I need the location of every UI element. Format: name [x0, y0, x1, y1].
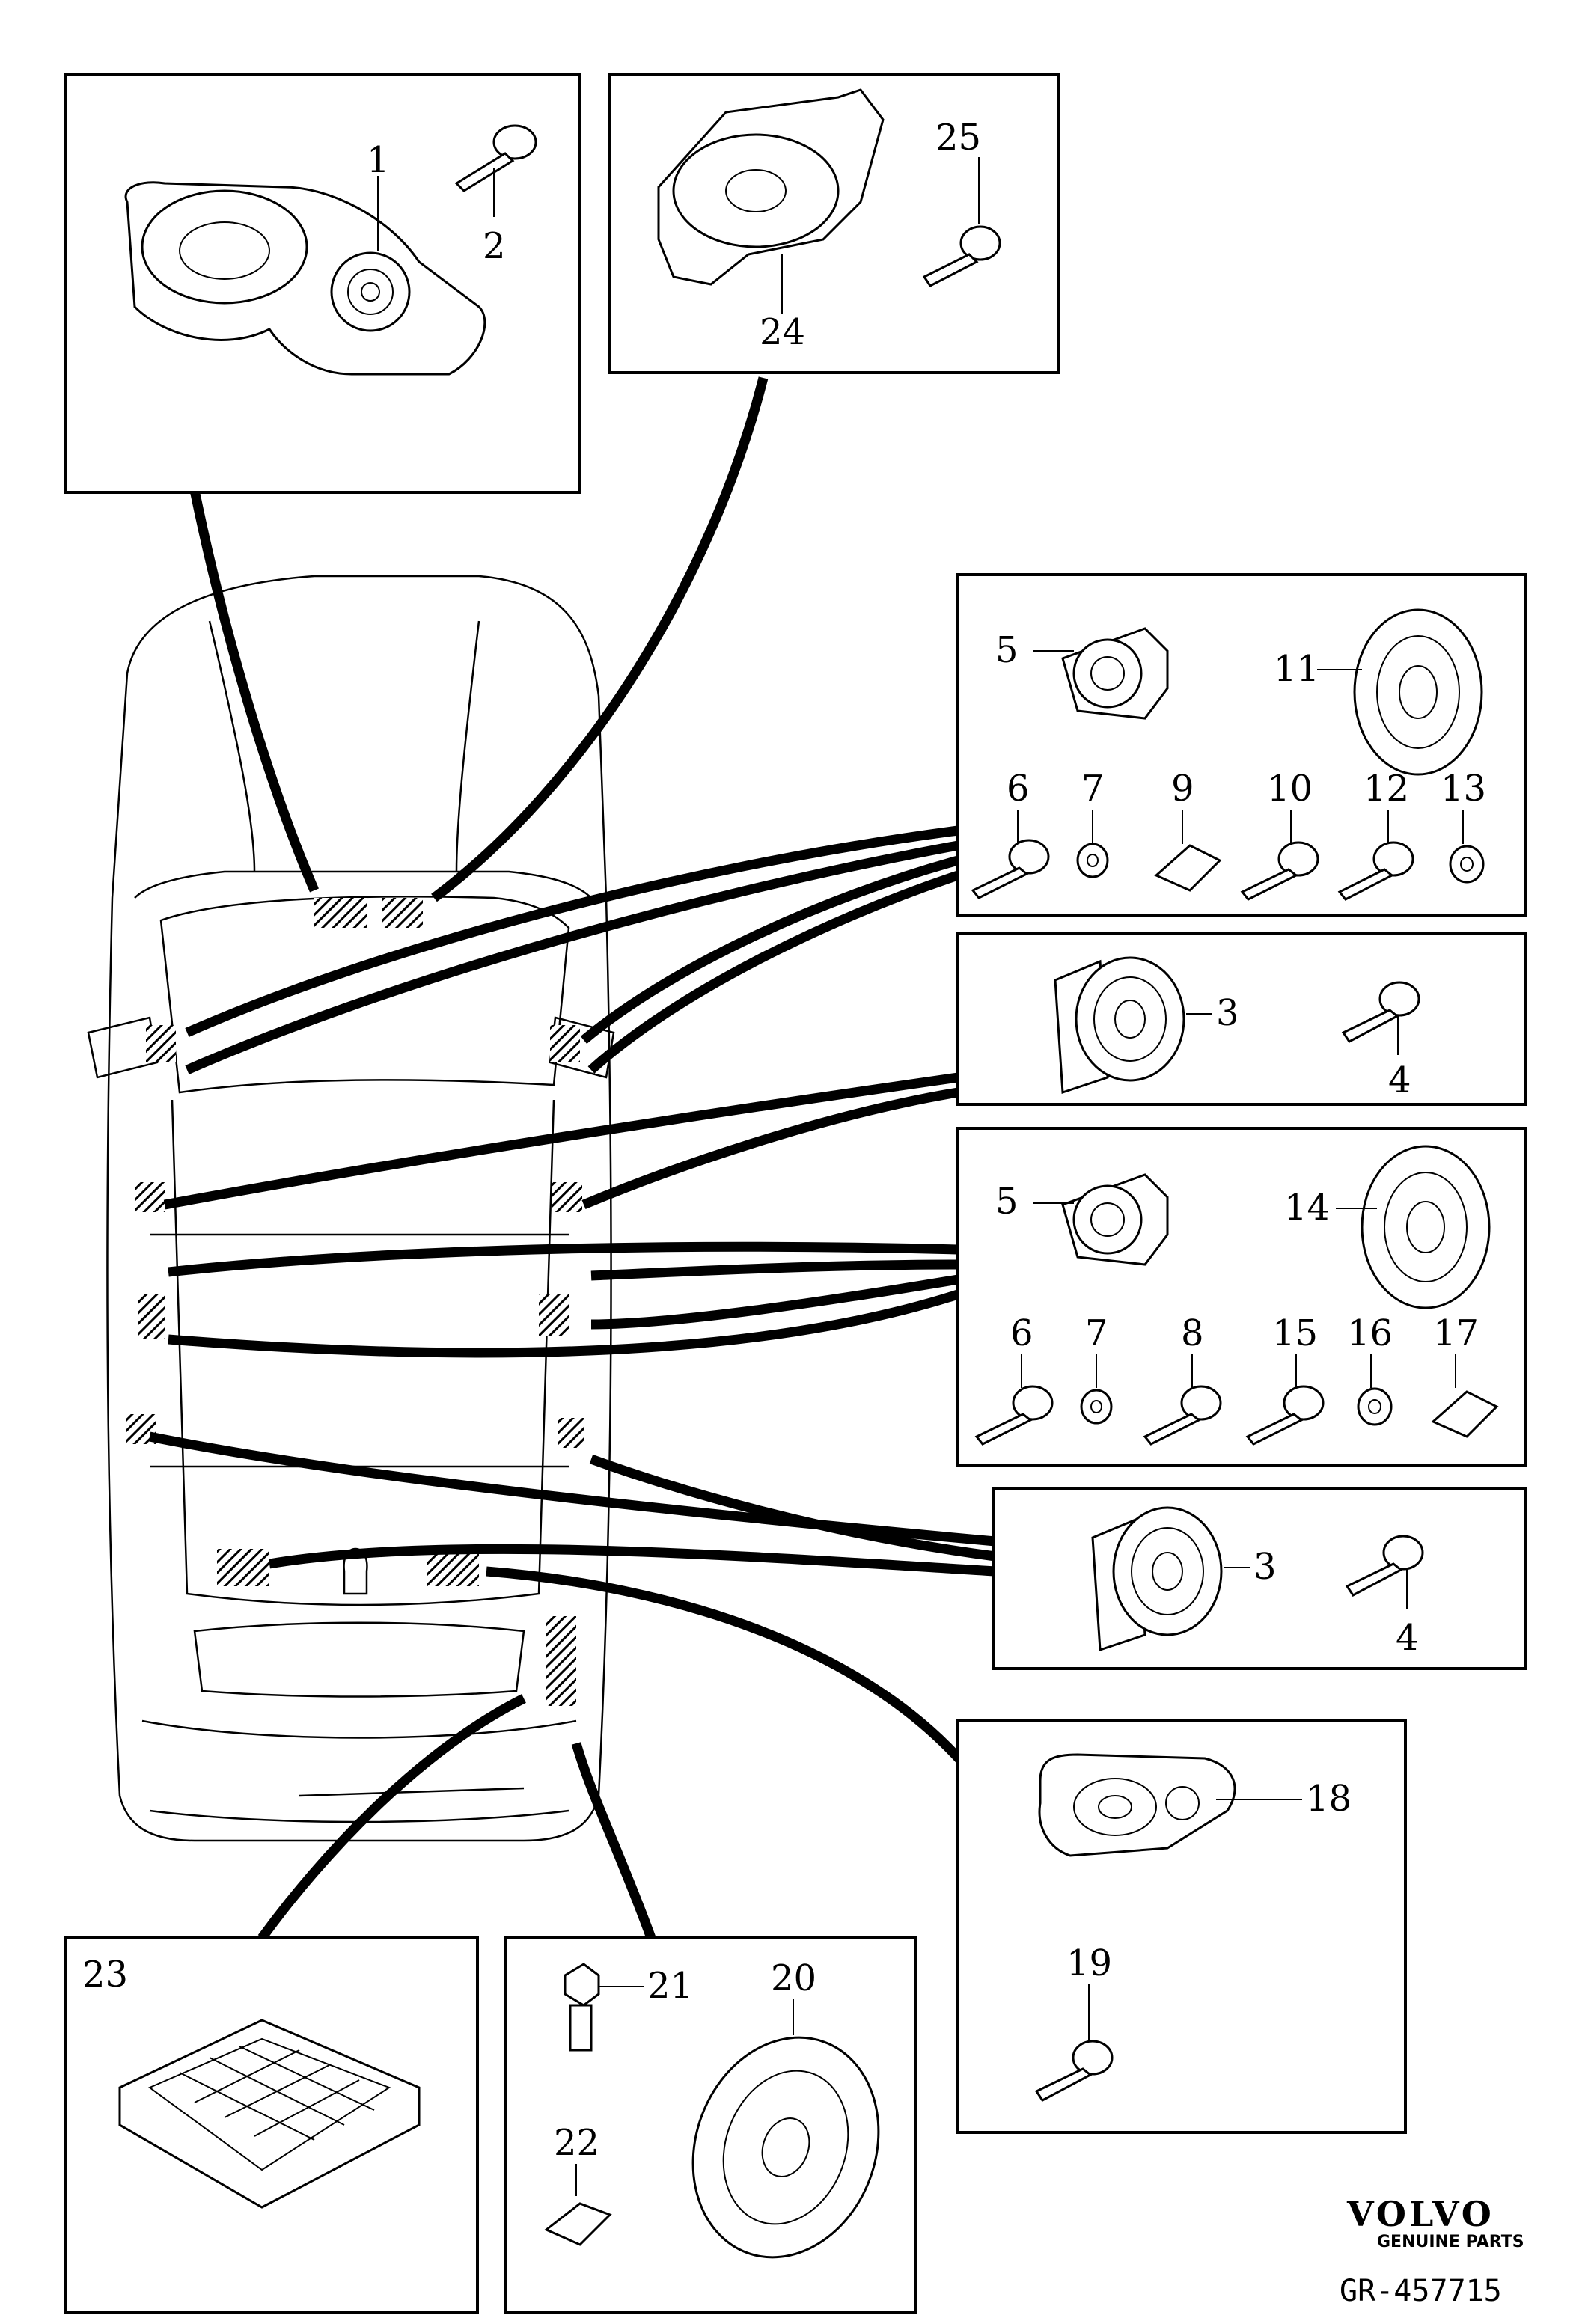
cable-bundle — [148, 376, 996, 1941]
panel-e: 5 14 6 7 8 15 16 17 — [956, 1127, 1527, 1467]
callout-4b: 4 — [1396, 1617, 1419, 1659]
callout-5: 5 — [995, 629, 1019, 671]
panel-b: 24 25 — [608, 73, 1060, 374]
callout-8: 8 — [1181, 1312, 1204, 1354]
callout-22: 22 — [554, 2122, 599, 2164]
callout-12: 12 — [1364, 768, 1409, 810]
callout-23: 23 — [82, 1954, 128, 1996]
callout-20: 20 — [771, 1957, 816, 1999]
callout-7b: 7 — [1085, 1312, 1108, 1354]
volvo-logo: VOLVO GENUINE PARTS — [1346, 2194, 1524, 2251]
callout-25: 25 — [935, 117, 981, 159]
callout-10: 10 — [1267, 768, 1313, 810]
callout-3: 3 — [1216, 992, 1239, 1034]
callout-4: 4 — [1388, 1059, 1411, 1101]
callout-5b: 5 — [995, 1181, 1019, 1223]
callout-14: 14 — [1284, 1187, 1330, 1229]
callout-21: 21 — [647, 1965, 693, 2007]
svg-text:VOLVO: VOLVO — [1346, 2194, 1494, 2234]
callout-7: 7 — [1081, 768, 1105, 810]
callout-3b: 3 — [1253, 1546, 1277, 1588]
callout-13: 13 — [1441, 768, 1486, 810]
callout-1: 1 — [367, 139, 390, 181]
callout-9: 9 — [1171, 768, 1194, 810]
callout-19: 19 — [1066, 1942, 1112, 1984]
callout-16: 16 — [1347, 1312, 1393, 1354]
callout-2: 2 — [483, 225, 506, 267]
screw-icon — [454, 124, 537, 192]
callout-17: 17 — [1433, 1312, 1479, 1354]
callout-11: 11 — [1274, 648, 1319, 690]
screw-icon — [922, 225, 1001, 287]
panel-h: 23 — [64, 1936, 479, 2314]
panel-c: 5 11 6 7 9 10 12 13 — [956, 573, 1527, 917]
genuine-parts-label: GENUINE PARTS — [1377, 2233, 1524, 2251]
callout-15: 15 — [1272, 1312, 1318, 1354]
panel-d: 3 4 — [956, 932, 1527, 1106]
callout-6: 6 — [1007, 768, 1030, 810]
panel-a: 1 2 — [64, 73, 581, 494]
callout-18: 18 — [1306, 1778, 1352, 1820]
panel-g: 18 19 — [956, 1719, 1407, 2134]
panel-f: 3 4 — [992, 1487, 1527, 1670]
callout-6b: 6 — [1010, 1312, 1033, 1354]
reference-number: GR-457715 — [1340, 2274, 1502, 2308]
panel-i: 21 20 22 — [504, 1936, 917, 2314]
car-top-view — [87, 575, 615, 1842]
callout-24: 24 — [760, 311, 805, 353]
